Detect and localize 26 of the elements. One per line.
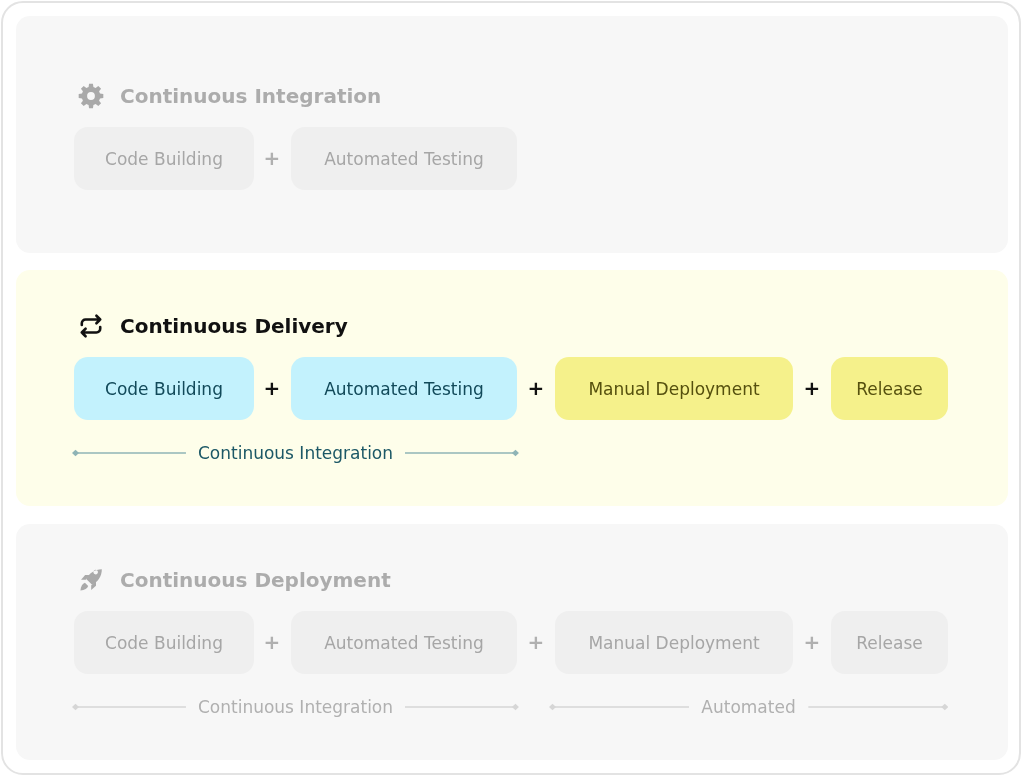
range-label: Continuous Integration — [196, 696, 395, 718]
process-step: Manual Deployment — [555, 611, 793, 674]
process-step: Automated Testing — [291, 357, 517, 420]
panel-title: Continuous Delivery — [120, 313, 348, 339]
range-label: Automated — [700, 696, 797, 718]
process-step: Automated Testing — [291, 127, 517, 190]
process-step: Code Building — [74, 127, 254, 190]
plus-sign: + — [263, 147, 281, 169]
plus-sign: + — [263, 631, 281, 653]
panel-title: Continuous Integration — [120, 83, 382, 109]
plus-sign: + — [803, 631, 821, 653]
plus-sign: + — [527, 377, 545, 399]
stage-panel — [16, 270, 1008, 506]
stage-panel — [16, 524, 1008, 760]
process-step: Release — [831, 611, 948, 674]
process-step: Release — [831, 357, 948, 420]
plus-sign: + — [263, 377, 281, 399]
stage-panel — [16, 16, 1008, 253]
process-step: Automated Testing — [291, 611, 517, 674]
process-step: Code Building — [74, 611, 254, 674]
plus-sign: + — [527, 631, 545, 653]
process-step: Code Building — [74, 357, 254, 420]
process-step: Manual Deployment — [555, 357, 793, 420]
panel-title: Continuous Deployment — [120, 567, 391, 593]
plus-sign: + — [803, 377, 821, 399]
range-label: Continuous Integration — [196, 442, 395, 464]
